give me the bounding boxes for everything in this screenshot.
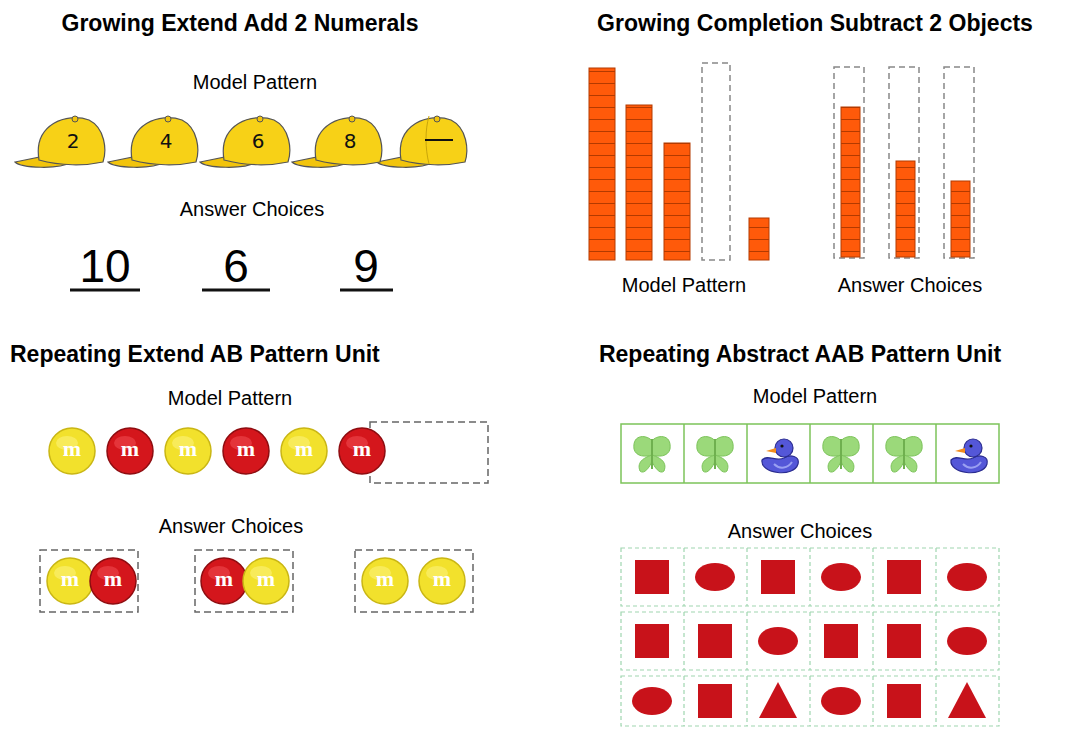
number-cap: 2 — [11, 110, 107, 170]
node-text-wrap: m — [45, 556, 95, 606]
section-heading: Model Pattern — [753, 385, 878, 407]
section-heading: Model Pattern — [193, 71, 318, 93]
candy-circle: m — [199, 556, 249, 606]
candy-circle: m — [417, 556, 467, 606]
cube-towers — [589, 63, 974, 260]
number-cap: 4 — [104, 110, 200, 170]
cap-shape — [288, 110, 384, 170]
node-text-wrap: m — [360, 556, 410, 606]
answer-numeral: 10 — [79, 241, 130, 292]
section-heading: Answer Choices — [180, 198, 325, 220]
candy-circle: m — [221, 426, 271, 476]
candy-circle: m — [279, 426, 329, 476]
number-cap: 8 — [288, 110, 384, 170]
candy-letter: m — [237, 436, 255, 462]
cap-number: 8 — [344, 129, 357, 153]
answer-numeral: 9 — [353, 241, 379, 292]
candy-circle: m — [88, 556, 138, 606]
candy-circle: m — [241, 556, 291, 606]
candy-circle: m — [163, 426, 213, 476]
candy-circle: m — [360, 556, 410, 606]
node-text-wrap: m — [163, 426, 213, 476]
answer-rows — [621, 548, 999, 726]
panel-title: Growing Extend Add 2 Numerals — [62, 11, 419, 36]
candy-letter: m — [376, 566, 394, 592]
cap-number: 4 — [160, 129, 173, 153]
panel-title: Repeating Extend AB Pattern Unit — [10, 342, 380, 367]
section-heading: Answer Choices — [159, 515, 304, 537]
number-cap: 6 — [196, 110, 292, 170]
node-text-wrap: 4 — [104, 110, 200, 170]
section-heading: Answer Choices — [728, 520, 873, 542]
section-heading: Model Pattern — [168, 387, 293, 409]
candy-circle: m — [105, 426, 155, 476]
candy-letter: m — [104, 566, 122, 592]
answer-numeral: 6 — [223, 241, 249, 292]
abab-model-strip — [621, 424, 999, 483]
cap-number: 6 — [252, 129, 265, 153]
section-heading: Answer Choices — [838, 274, 983, 296]
node-text-wrap: m — [279, 426, 329, 476]
cap-shape — [196, 110, 292, 170]
cap-shape — [11, 110, 107, 170]
dashed-boxes — [40, 422, 488, 612]
node-text-wrap: 6 — [196, 110, 292, 170]
candy-letter: m — [121, 436, 139, 462]
cap-number: 2 — [67, 129, 80, 153]
node-text-wrap: m — [199, 556, 249, 606]
node-text-wrap: 8 — [288, 110, 384, 170]
candy-letter: m — [353, 436, 371, 462]
node-text-wrap: m — [105, 426, 155, 476]
candy-letter: m — [63, 436, 81, 462]
candy-letter: m — [433, 566, 451, 592]
node-text-wrap: m — [417, 556, 467, 606]
candy-letter: m — [179, 436, 197, 462]
panel-title: Repeating Abstract AAB Pattern Unit — [599, 342, 1001, 367]
candy-letter: m — [61, 566, 79, 592]
candy-circle: m — [45, 556, 95, 606]
panel-title: Growing Completion Subtract 2 Objects — [597, 11, 1033, 36]
candy-circle: m — [47, 426, 97, 476]
candy-letter: m — [257, 566, 275, 592]
blank-cap — [377, 116, 467, 167]
node-text-wrap: m — [337, 426, 387, 476]
candy-letter: m — [215, 566, 233, 592]
node-text-wrap: m — [221, 426, 271, 476]
node-text-wrap: m — [241, 556, 291, 606]
cap-shape — [104, 110, 200, 170]
candy-letter: m — [295, 436, 313, 462]
section-heading: Model Pattern — [622, 274, 747, 296]
node-text-wrap: m — [88, 556, 138, 606]
node-text-wrap: m — [47, 426, 97, 476]
node-text-wrap: 2 — [11, 110, 107, 170]
candy-circle: m — [337, 426, 387, 476]
